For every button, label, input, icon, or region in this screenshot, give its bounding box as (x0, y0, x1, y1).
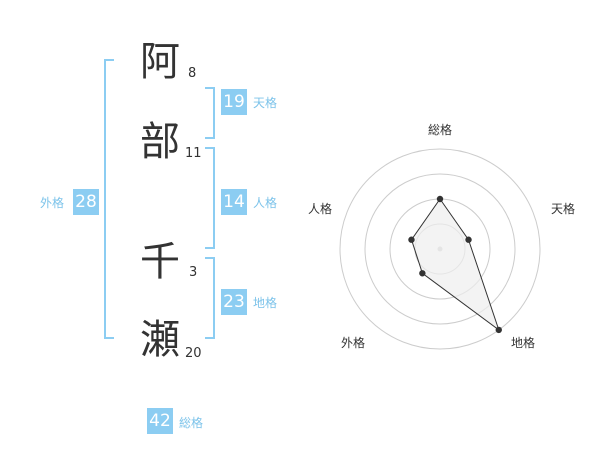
tenkaku-label: 天格 (253, 96, 278, 110)
radar-ring-4 (339, 148, 541, 350)
name-char-3: 千 (140, 239, 180, 285)
jinkaku-bracket (205, 147, 215, 249)
chikaku-value: 23 (221, 289, 247, 315)
radar-label-tenkaku: 天格 (551, 202, 576, 216)
chikaku-label: 地格 (253, 296, 278, 310)
radar-polygon (410, 198, 500, 332)
tenkaku-bracket (205, 87, 215, 139)
jinkaku-value: 14 (221, 189, 247, 215)
radar-label-soukaku: 総格 (428, 123, 453, 137)
tenkaku-value: 19 (221, 89, 247, 115)
radar-point-1 (465, 236, 472, 243)
radar-point-0 (436, 195, 444, 203)
soukaku-value: 42 (147, 408, 173, 434)
stroke-count-3: 3 (189, 265, 198, 280)
radar-point-3 (419, 270, 426, 277)
name-char-2: 部 (140, 119, 180, 165)
gaikaku-bracket (104, 59, 114, 339)
radar-point-4 (408, 236, 415, 243)
jinkaku-label: 人格 (253, 196, 278, 210)
gaikaku-value: 28 (73, 189, 99, 215)
stroke-count-4: 20 (185, 346, 202, 361)
radar-point-2 (495, 326, 502, 334)
radar-label-gaikaku: 外格 (341, 336, 366, 350)
radar-ring-3 (364, 173, 516, 325)
stroke-count-1: 8 (188, 66, 197, 81)
stroke-count-2: 11 (185, 146, 202, 161)
name-char-1: 阿 (140, 39, 180, 85)
radar-label-jinkaku: 人格 (308, 202, 333, 216)
gaikaku-label: 外格 (40, 196, 65, 210)
soukaku-label: 総格 (179, 416, 204, 430)
chikaku-bracket (205, 257, 215, 339)
radar-label-chikaku: 地格 (511, 336, 536, 350)
name-char-4: 瀬 (140, 317, 180, 363)
